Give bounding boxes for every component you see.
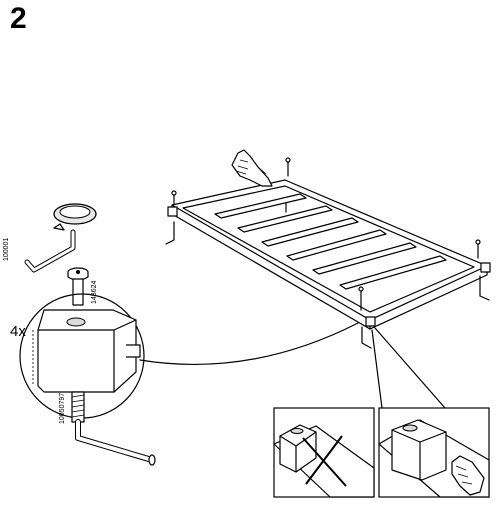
pointing-hand-icon bbox=[451, 455, 485, 496]
frame-slats bbox=[214, 193, 447, 290]
part-code-allen-key-bottom: 10050797 bbox=[59, 393, 66, 424]
pointing-hand-icon bbox=[231, 149, 273, 187]
threaded-rod bbox=[71, 391, 85, 423]
part-code-allen-key-top: 100001 bbox=[3, 238, 10, 261]
corner-bolts bbox=[171, 157, 481, 311]
bed-frame bbox=[165, 157, 491, 349]
part-code-bolt: 148624 bbox=[91, 281, 98, 304]
bolt-detail: 100001 148624 4x 10050797 bbox=[3, 203, 156, 466]
cross-x-icon bbox=[302, 435, 347, 487]
step-number: 2 bbox=[10, 2, 27, 35]
callout-line bbox=[374, 327, 446, 409]
wrong-orientation-box bbox=[273, 407, 375, 498]
rotate-arrow-icon bbox=[53, 203, 97, 231]
correct-orientation-box bbox=[378, 407, 490, 498]
detail-connector bbox=[139, 322, 359, 366]
quantity-label: 4x bbox=[10, 323, 26, 340]
